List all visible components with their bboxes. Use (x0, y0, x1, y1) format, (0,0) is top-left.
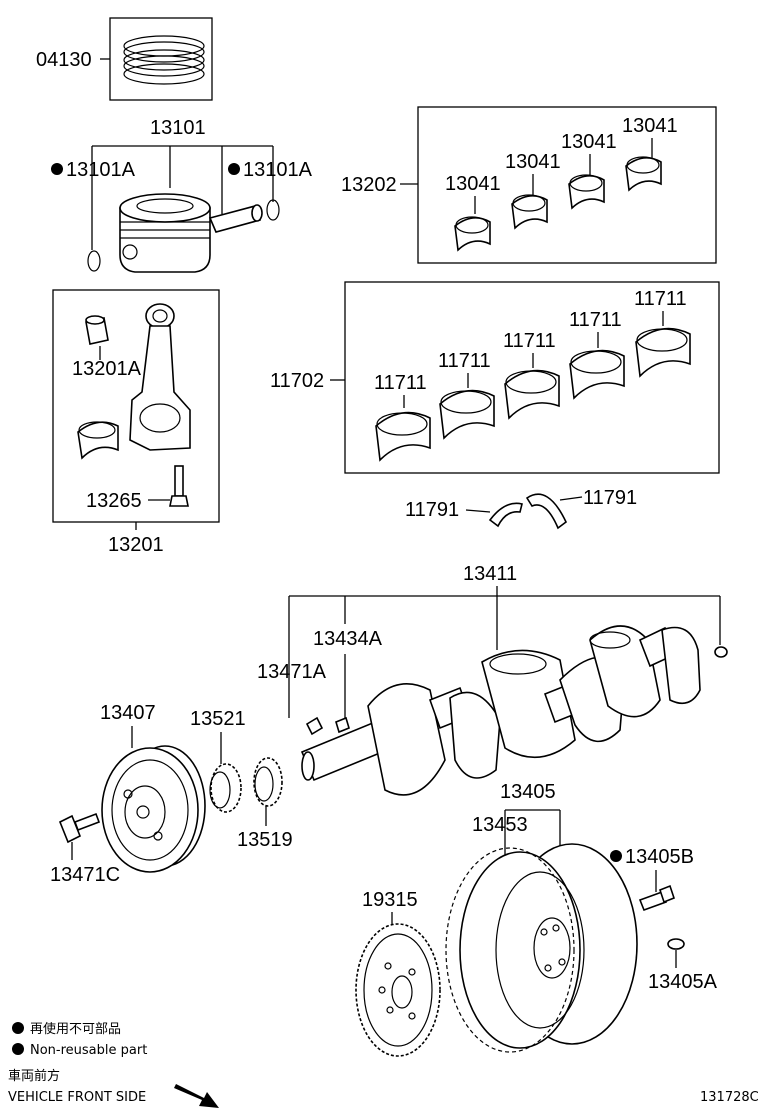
crank-key-13434A[interactable] (335, 716, 350, 734)
piston-ring-set[interactable] (109, 17, 213, 101)
label-13041-d[interactable]: 13041 (622, 115, 678, 137)
crankshaft-gear-spacer[interactable] (253, 757, 283, 807)
legend-marker-en (12, 1043, 24, 1055)
flywheel-pin[interactable] (667, 938, 685, 950)
diagram-code: 131728C (700, 1090, 759, 1105)
label-13101[interactable]: 13101 (150, 117, 206, 139)
label-13405[interactable]: 13405 (500, 781, 556, 803)
drive-plate[interactable] (355, 923, 441, 1057)
label-11791-left[interactable]: 11791 (405, 499, 459, 521)
main-bearing-c[interactable] (504, 369, 560, 420)
label-13434A[interactable]: 13434A (313, 628, 383, 650)
flywheel-bolt[interactable] (638, 884, 675, 912)
label-13521[interactable]: 13521 (190, 708, 246, 730)
legend-marker-jp (12, 1022, 24, 1034)
main-bearing-e[interactable] (635, 327, 691, 378)
label-13471A[interactable]: 13471A (257, 661, 327, 683)
label-13201A[interactable]: 13201A (72, 358, 142, 380)
direction-jp: 車両前方 (8, 1068, 60, 1084)
legend-en: Non-reusable part (30, 1043, 147, 1058)
label-13405A[interactable]: 13405A (648, 971, 718, 993)
label-11711-a[interactable]: 11711 (374, 372, 427, 394)
crankshaft[interactable] (300, 625, 701, 796)
crankshaft-timing-gear[interactable] (209, 763, 242, 813)
label-13265[interactable]: 13265 (86, 490, 142, 512)
label-13041-a[interactable]: 13041 (445, 173, 501, 195)
label-11711-c[interactable]: 11711 (503, 330, 556, 352)
main-bearing-a[interactable] (375, 411, 431, 462)
label-13202[interactable]: 13202 (341, 174, 397, 196)
crankshaft-end-pin[interactable] (714, 646, 728, 658)
pulley-bolt[interactable] (58, 812, 101, 844)
piston[interactable] (119, 193, 211, 273)
direction-en: VEHICLE FRONT SIDE (8, 1090, 146, 1105)
flywheel[interactable] (459, 843, 638, 1049)
flywheel-ring-gear[interactable] (445, 847, 575, 1053)
label-11711-d[interactable]: 11711 (569, 309, 622, 331)
crankshaft-pulley[interactable] (101, 745, 206, 873)
label-13471C[interactable]: 13471C (50, 864, 120, 886)
label-11791-right[interactable]: 11791 (583, 487, 637, 509)
connecting-rod[interactable] (129, 303, 191, 451)
conrod-bolt[interactable] (169, 465, 189, 507)
thrust-washer-left[interactable] (488, 502, 523, 528)
conrod-bearing-b[interactable] (511, 194, 548, 230)
label-11702[interactable]: 11702 (270, 370, 324, 392)
label-11711-e[interactable]: 11711 (634, 288, 687, 310)
crank-key-13471A[interactable] (305, 716, 324, 736)
label-13041-b[interactable]: 13041 (505, 151, 561, 173)
vehicle-front-arrow-icon (174, 1084, 219, 1108)
non-reusable-marker (610, 850, 622, 862)
label-13101A-right[interactable]: 13101A (243, 159, 313, 181)
label-13201[interactable]: 13201 (108, 534, 164, 556)
snap-ring-right[interactable] (266, 199, 280, 221)
label-04130[interactable]: 04130 (36, 49, 92, 71)
conrod-bushing[interactable] (85, 315, 109, 345)
label-13519[interactable]: 13519 (237, 829, 293, 851)
conrod-bearing-d[interactable] (625, 156, 662, 192)
snap-ring-left[interactable] (87, 250, 101, 272)
label-13407[interactable]: 13407 (100, 702, 156, 724)
non-reusable-marker (228, 163, 240, 175)
label-13101A-left[interactable]: 13101A (66, 159, 136, 181)
conrod-bearing-a[interactable] (454, 216, 491, 252)
conrod-lower-bearing[interactable] (77, 421, 119, 460)
thrust-washer-right[interactable] (525, 493, 568, 530)
main-bearing-d[interactable] (569, 349, 625, 400)
main-bearing-b[interactable] (439, 389, 495, 440)
label-13041-c[interactable]: 13041 (561, 131, 617, 153)
non-reusable-marker (51, 163, 63, 175)
label-11711-b[interactable]: 11711 (438, 350, 491, 372)
label-13453[interactable]: 13453 (472, 814, 528, 836)
label-13405B[interactable]: 13405B (625, 846, 694, 868)
legend-jp: 再使用不可部品 (30, 1021, 121, 1037)
label-13411[interactable]: 13411 (463, 563, 517, 585)
label-19315[interactable]: 19315 (362, 889, 418, 911)
piston-pin[interactable] (208, 204, 263, 233)
conrod-bearing-c[interactable] (568, 174, 605, 210)
